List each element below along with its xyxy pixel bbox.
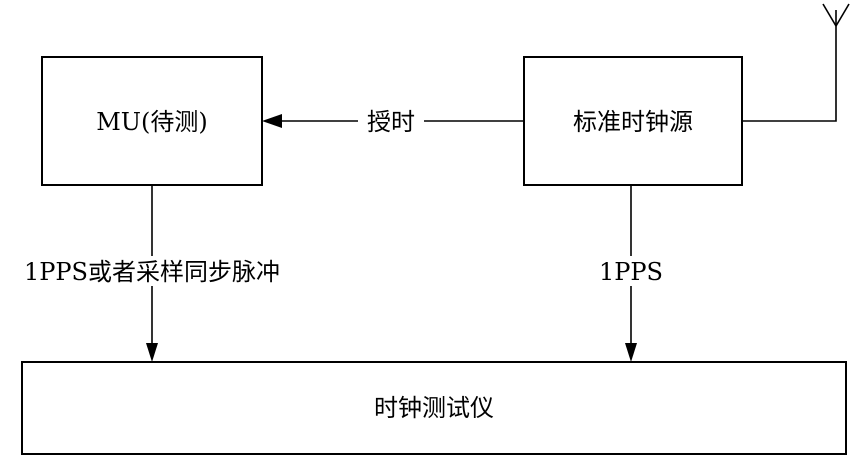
antenna-icon	[742, 3, 850, 122]
timing-label: 授时	[367, 108, 415, 136]
clock-source-box	[523, 56, 743, 186]
mu-to-tester-label: 1PPS或者采样同步脉冲	[24, 258, 280, 286]
source-to-tester-label-bg	[596, 256, 666, 286]
timing-label-bg	[358, 106, 424, 136]
clock-source-label: 标准时钟源	[573, 108, 693, 136]
clock-tester-box	[21, 361, 847, 455]
source-to-tester-label: 1PPS	[599, 258, 663, 286]
clock-tester-label: 时钟测试仪	[374, 394, 494, 422]
mu-box	[41, 56, 263, 186]
mu-to-tester-label-bg	[2, 256, 302, 286]
mu-label: MU(待测)	[96, 108, 208, 136]
